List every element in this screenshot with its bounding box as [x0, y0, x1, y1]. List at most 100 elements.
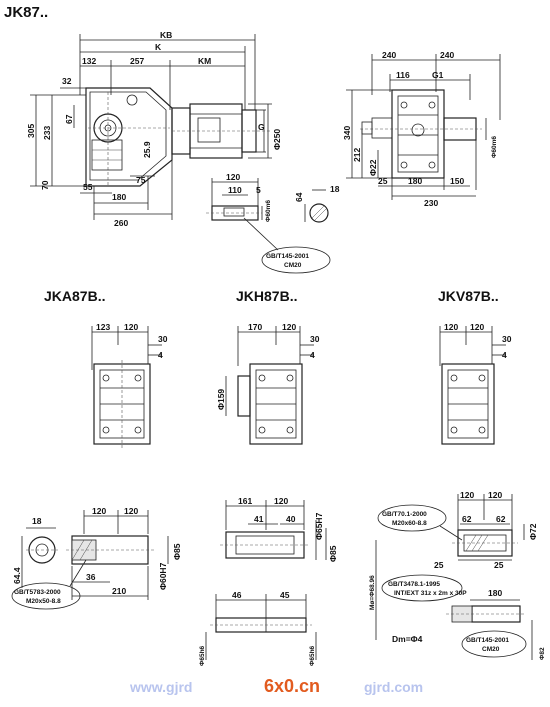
dim-jka-123: 123 [96, 322, 110, 332]
dim-55: 55 [83, 182, 93, 192]
std-jkad-m20x50: M20x50-8.8 [26, 598, 61, 605]
watermark: www.gjrd 6x0.cn gjrd.com [129, 676, 423, 696]
dim-180-side: 180 [408, 176, 422, 186]
dim-jkh-phi159: Φ159 [216, 389, 226, 410]
dim-jkhd-phi65h6-right: Φ65h6 [309, 645, 316, 666]
dim-k: K [155, 42, 162, 52]
dim-340: 340 [342, 126, 352, 140]
dim-jkad-64-4: 64.4 [12, 567, 22, 584]
dim-jkh-30: 30 [310, 334, 320, 344]
main-side-view: 240 240 116 G1 340 212 Φ22 25 180 150 23… [342, 50, 501, 208]
dim-75: 75 [136, 175, 146, 185]
dim-shaft-phi60: Φ60m6 [265, 200, 272, 222]
dim-shaft-5: 5 [256, 185, 261, 195]
title-jka87b: JKA87B.. [44, 288, 105, 304]
dim-212: 212 [352, 148, 362, 162]
dim-260: 260 [114, 218, 128, 228]
dim-phi250: Φ250 [272, 129, 282, 150]
dim-phi60-side: Φ60m6 [491, 136, 498, 158]
dim-jkad-120-left: 120 [92, 506, 106, 516]
dim-32: 32 [62, 76, 72, 86]
dim-jkvd-120-right: 120 [488, 490, 502, 500]
dim-240-left: 240 [382, 50, 396, 60]
dim-257: 257 [130, 56, 144, 66]
dim-jkvd-25-left: 25 [434, 560, 444, 570]
jka-view: 123 120 30 4 [91, 322, 168, 448]
dim-240-right: 240 [440, 50, 454, 60]
title-jkv87b: JKV87B.. [438, 288, 499, 304]
dim-jkhd-46: 46 [232, 590, 242, 600]
dim-g1: G1 [432, 70, 444, 80]
dim-230: 230 [424, 198, 438, 208]
dim-jkvd-62-left: 62 [462, 514, 472, 524]
dim-section-18: 18 [330, 184, 340, 194]
shaft-detail: 120 110 5 Φ60m6 18 64 GB/T145-2001 CM20 [206, 172, 340, 274]
std-cm20: CM20 [284, 262, 302, 269]
dim-jkhd-phi65h7: Φ65H7 [314, 512, 324, 540]
jkh-view: 170 120 30 4 Φ159 [216, 322, 320, 445]
dim-305: 305 [26, 124, 36, 138]
dim-jka-30: 30 [158, 334, 168, 344]
jkv-detail: GB/T70.1-2000 M20x60-8.8 120 120 62 62 Φ… [369, 490, 546, 660]
dim-g: G [258, 122, 265, 132]
watermark-left: www.gjrd [129, 679, 192, 695]
dim-jkhd-phi85: Φ85 [328, 545, 338, 562]
dim-jkad-phi85: Φ85 [172, 543, 182, 560]
dim-233: 233 [42, 126, 52, 140]
dim-jkad-18: 18 [32, 516, 42, 526]
dim-jkv-30: 30 [502, 334, 512, 344]
watermark-mid: 6x0.cn [264, 676, 320, 696]
dim-jkvd-phi72: Φ72 [528, 523, 538, 540]
dim-jka-120: 120 [124, 322, 138, 332]
main-front-view: KB K 132 257 KM 32 305 233 67 25.9 70 55… [26, 30, 282, 228]
dim-shaft-120: 120 [226, 172, 240, 182]
title-jk87: JK87.. [4, 4, 48, 21]
dim-jkhd-phi65h6-left: Φ65h6 [199, 645, 206, 666]
dim-jkvd-m-phi: Mø=Φ68.96 [369, 575, 376, 610]
dim-jka-4: 4 [158, 350, 163, 360]
std-jkad-gbt5783: GB/T5783-2000 [14, 589, 61, 596]
dim-jkad-210: 210 [112, 586, 126, 596]
dim-jkh-170: 170 [248, 322, 262, 332]
dim-phi22: Φ22 [368, 159, 378, 176]
dim-70: 70 [40, 180, 50, 190]
dim-132: 132 [82, 56, 96, 66]
dim-jkhd-40: 40 [286, 514, 296, 524]
dim-jkh-4: 4 [310, 350, 315, 360]
dim-jkad-120-right: 120 [124, 506, 138, 516]
dim-180: 180 [112, 192, 126, 202]
dim-kb: KB [160, 30, 172, 40]
dim-jkvd-25-right: 25 [494, 560, 504, 570]
dim-67: 67 [64, 114, 74, 124]
jkv-view: 120 120 30 4 [439, 322, 512, 445]
std-gbt145: GB/T145-2001 [266, 253, 309, 260]
dim-jkhd-120: 120 [274, 496, 288, 506]
dim-25: 25 [378, 176, 388, 186]
std-jkvd-int-ext: INT/EXT 31z x 2m x 30P [394, 590, 467, 597]
dim-jkv-120-right: 120 [470, 322, 484, 332]
jka-detail: 18 120 120 Φ85 64.4 36 Φ60H7 210 GB/T578… [11, 506, 182, 610]
dim-jkhd-41: 41 [254, 514, 264, 524]
dim-section-64: 64 [294, 192, 304, 202]
std-jkvd-cm20: CM20 [482, 646, 500, 653]
dim-jkh-120: 120 [282, 322, 296, 332]
dim-jkvd-phi82: Φ82 [539, 647, 546, 660]
dim-jkvd-dm: Dm=Φ4 [392, 634, 423, 644]
std-jkvd-gbt3478: GB/T3478.1-1995 [388, 581, 440, 588]
std-jkvd-gbt145: GB/T145-2001 [466, 637, 509, 644]
dim-shaft-110: 110 [228, 185, 242, 195]
dim-jkv-4: 4 [502, 350, 507, 360]
dim-jkvd-180: 180 [488, 588, 502, 598]
dim-116: 116 [396, 70, 410, 80]
dim-jkhd-161: 161 [238, 496, 252, 506]
dim-25-9: 25.9 [142, 141, 152, 158]
dim-jkhd-45: 45 [280, 590, 290, 600]
watermark-right: gjrd.com [364, 679, 423, 695]
dim-jkad-36: 36 [86, 572, 96, 582]
std-jkvd-gbt70: GB/T70.1-2000 [382, 511, 427, 518]
dim-km: KM [198, 56, 211, 66]
dim-150: 150 [450, 176, 464, 186]
jkh-detail: 161 120 41 40 Φ65H7 Φ85 46 45 Φ65h6 Φ65h… [199, 496, 338, 666]
dim-jkvd-120-left: 120 [460, 490, 474, 500]
